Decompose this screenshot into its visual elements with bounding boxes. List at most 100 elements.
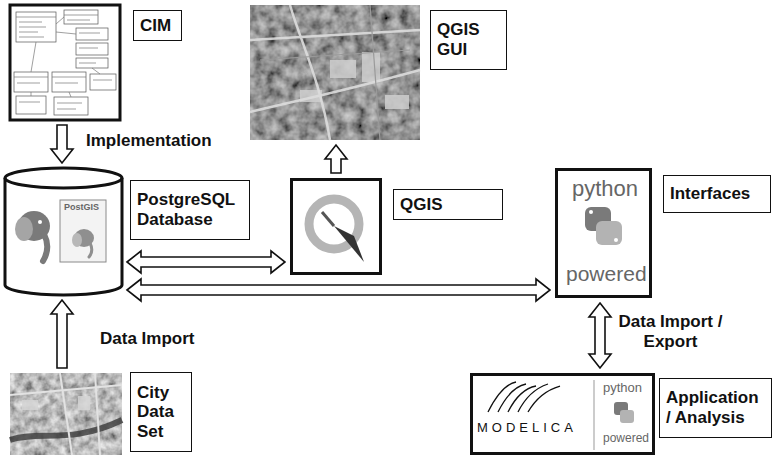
hollow-arrow	[589, 303, 611, 368]
illustration-part	[90, 74, 116, 90]
component-label: QGIS GUI	[437, 20, 497, 59]
illustration-part	[76, 28, 108, 40]
illustration-part	[385, 95, 409, 109]
logo-text: PostGIS	[64, 203, 99, 213]
illustration-part	[64, 10, 98, 24]
illustration-part	[5, 168, 122, 295]
illustration-part	[5, 178, 122, 188]
illustration-part	[16, 12, 56, 42]
illustration-part	[89, 243, 92, 257]
hollow-arrow	[127, 279, 550, 301]
illustration-part	[56, 17, 64, 24]
cim-image: CIM	[10, 5, 120, 120]
arrow-label: Implementation	[86, 131, 212, 151]
gui-screenshot: QGIS GUI	[250, 5, 420, 140]
illustration-part	[52, 72, 86, 92]
illustration-part	[60, 200, 106, 262]
illustration-part	[31, 42, 36, 72]
component-label: CIM	[140, 16, 171, 36]
illustration-part	[79, 63, 96, 64]
logo-text: python	[572, 177, 638, 201]
database: PostgreSQL Database	[5, 168, 122, 295]
illustration-part	[498, 384, 526, 412]
illustration-part	[10, 420, 122, 440]
illustration-part	[508, 386, 536, 412]
illustration-part	[518, 384, 548, 412]
illustration-part	[10, 385, 122, 395]
illustration-part	[596, 221, 622, 245]
python-logo	[585, 207, 622, 245]
illustration-part	[14, 72, 48, 92]
illustration-part	[250, 5, 420, 140]
illustration-part	[31, 92, 32, 96]
label-box: Application / Analysis	[659, 378, 772, 438]
illustration-part	[14, 15, 112, 109]
illustration-part	[76, 43, 108, 55]
illustration-part	[322, 212, 334, 226]
illustration-part	[334, 226, 364, 262]
component-label: Interfaces	[670, 184, 750, 204]
illustration-part	[19, 27, 46, 28]
arrow-label: Data Import	[100, 329, 194, 349]
label-box: CIM	[133, 10, 182, 41]
illustration-part	[528, 386, 560, 412]
component-label: City Data Set	[137, 383, 182, 442]
label-box: QGIS GUI	[430, 10, 507, 70]
illustration-part	[362, 52, 380, 82]
illustration-part	[370, 5, 380, 140]
logo-text: powered	[566, 262, 647, 285]
illustration-part	[72, 233, 82, 247]
qgis-box: QGIS	[290, 178, 382, 275]
illustration-part	[56, 32, 76, 34]
illustration-part	[78, 396, 90, 410]
illustration-part	[15, 217, 33, 241]
qgis-logo	[309, 199, 364, 262]
illustration-part	[10, 5, 120, 120]
illustration-part	[57, 103, 82, 104]
logo-text: python	[603, 381, 642, 395]
satellite-image	[250, 5, 420, 140]
arrow-label: Data Import / Export	[618, 312, 723, 353]
illustration-part	[76, 58, 108, 68]
component-label: Application / Analysis	[666, 388, 762, 427]
illustration-part	[64, 15, 98, 16]
illustration-part	[55, 83, 78, 84]
illustration-part	[260, 5, 410, 140]
illustration-part	[22, 400, 38, 410]
postgis-logo	[60, 200, 106, 262]
illustration-part	[54, 97, 88, 115]
illustration-part	[52, 77, 86, 78]
illustration-part	[38, 220, 42, 224]
illustration-part	[10, 373, 122, 455]
cim-diagram-thumbnail	[10, 5, 120, 120]
illustration-part	[60, 373, 72, 455]
illustration-part	[250, 30, 420, 40]
illustration-part	[19, 102, 40, 103]
illustration-part	[594, 380, 595, 450]
illustration-part	[614, 238, 618, 242]
label-box: PostgreSQL Database	[130, 180, 250, 240]
illustration-part	[57, 109, 76, 110]
logo-text: MODELICA	[477, 421, 577, 435]
illustration-part	[16, 96, 46, 114]
elephant-logo	[15, 211, 50, 261]
component-label: QGIS	[400, 195, 443, 215]
illustration-part	[290, 5, 330, 140]
illustration-part	[19, 22, 42, 23]
hollow-arrow	[51, 125, 73, 163]
illustration-part	[330, 60, 356, 78]
illustration-part	[19, 32, 38, 33]
illustration-part	[250, 70, 420, 112]
illustration-part	[10, 373, 122, 455]
illustration-part	[22, 396, 90, 410]
satellite-image	[10, 373, 122, 455]
illustration-part	[79, 33, 100, 34]
city-image: City Data Set	[10, 373, 122, 455]
logo-text: powered	[603, 432, 649, 445]
label-box: QGIS	[393, 189, 503, 220]
hollow-arrow	[51, 300, 73, 368]
label-box: Interfaces	[663, 175, 771, 213]
